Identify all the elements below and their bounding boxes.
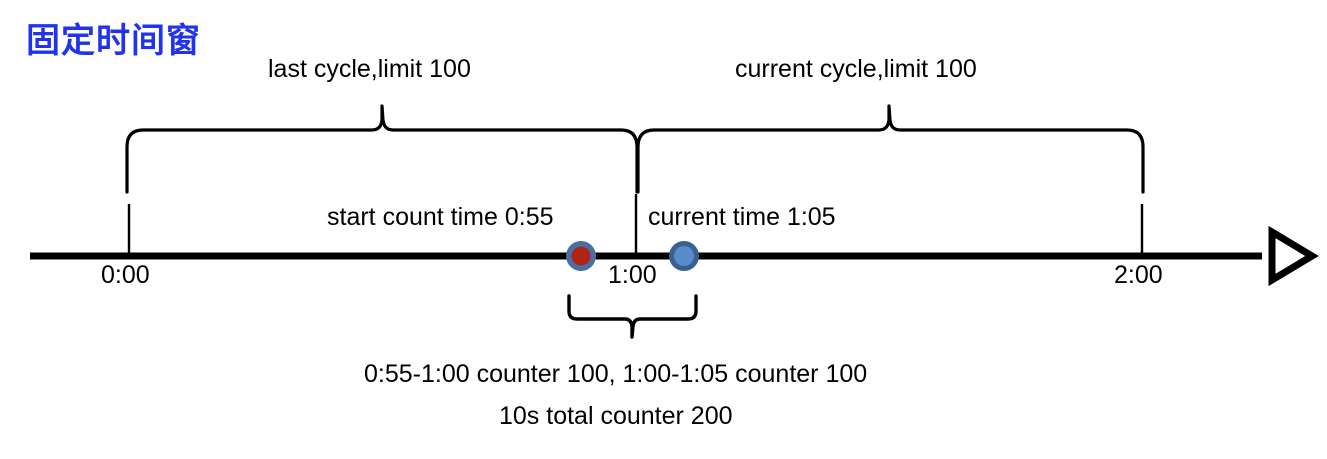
label-current-cycle: current cycle,limit 100 <box>735 55 977 83</box>
caption-counter-breakdown: 0:55-1:00 counter 100, 1:00-1:05 counter… <box>364 360 868 388</box>
page-title: 固定时间窗 <box>26 22 201 60</box>
caption-total-counter: 10s total counter 200 <box>499 402 733 430</box>
brace-current-cycle <box>636 104 1145 194</box>
label-start-count-time: start count time 0:55 <box>327 203 554 231</box>
label-last-cycle: last cycle,limit 100 <box>268 55 471 83</box>
tick-label-1-00: 1:00 <box>608 261 657 289</box>
arrowhead-right-icon <box>1268 225 1319 287</box>
axis-ticks <box>127 194 1144 256</box>
brace-10s-window <box>567 294 698 339</box>
marker-start-count <box>566 241 596 271</box>
label-current-time: current time 1:05 <box>648 203 836 231</box>
marker-current-time <box>669 241 699 271</box>
brace-last-cycle <box>125 104 639 194</box>
tick-label-0-00: 0:00 <box>101 261 150 289</box>
tick-label-2-00: 2:00 <box>1114 261 1163 289</box>
